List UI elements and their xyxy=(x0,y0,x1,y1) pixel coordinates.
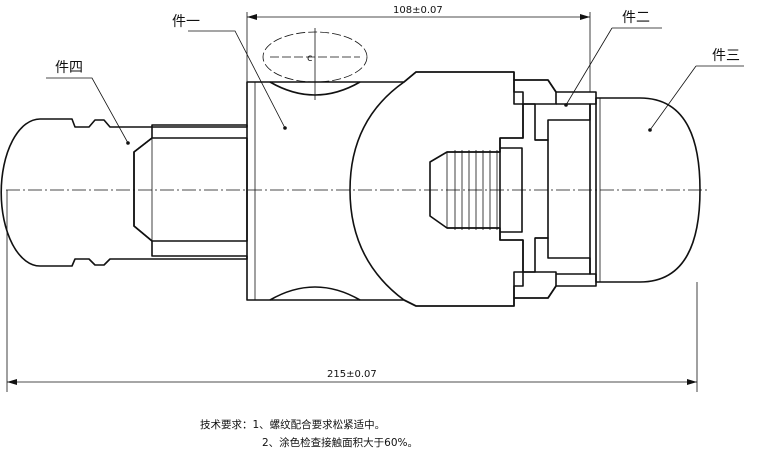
leader-part4 xyxy=(46,77,130,145)
dimension-bottom xyxy=(6,190,698,392)
section-mark-label: c xyxy=(307,53,313,64)
part4-body xyxy=(0,118,248,267)
tech-requirement-line1: 技术要求：1、螺纹配合要求松紧适中。 xyxy=(200,418,385,431)
dimension-bottom-label: 215±0.07 xyxy=(327,369,377,380)
leader-part1 xyxy=(188,30,287,130)
label-part4: 件四 xyxy=(55,60,83,76)
label-part1: 件一 xyxy=(172,14,200,30)
dimension-top xyxy=(246,12,591,92)
part2-body xyxy=(513,79,597,299)
label-part2: 件二 xyxy=(622,10,650,26)
leader-part2 xyxy=(564,27,662,107)
tech-requirement-line2: 2、涂色检查接触面积大于60%。 xyxy=(262,436,418,449)
section-ellipse: c xyxy=(262,28,368,100)
dimension-top-label: 108±0.07 xyxy=(393,5,443,16)
part1-body xyxy=(246,71,557,307)
part1-section xyxy=(349,71,524,307)
label-part3: 件三 xyxy=(712,48,740,64)
leader-part3 xyxy=(648,65,744,132)
